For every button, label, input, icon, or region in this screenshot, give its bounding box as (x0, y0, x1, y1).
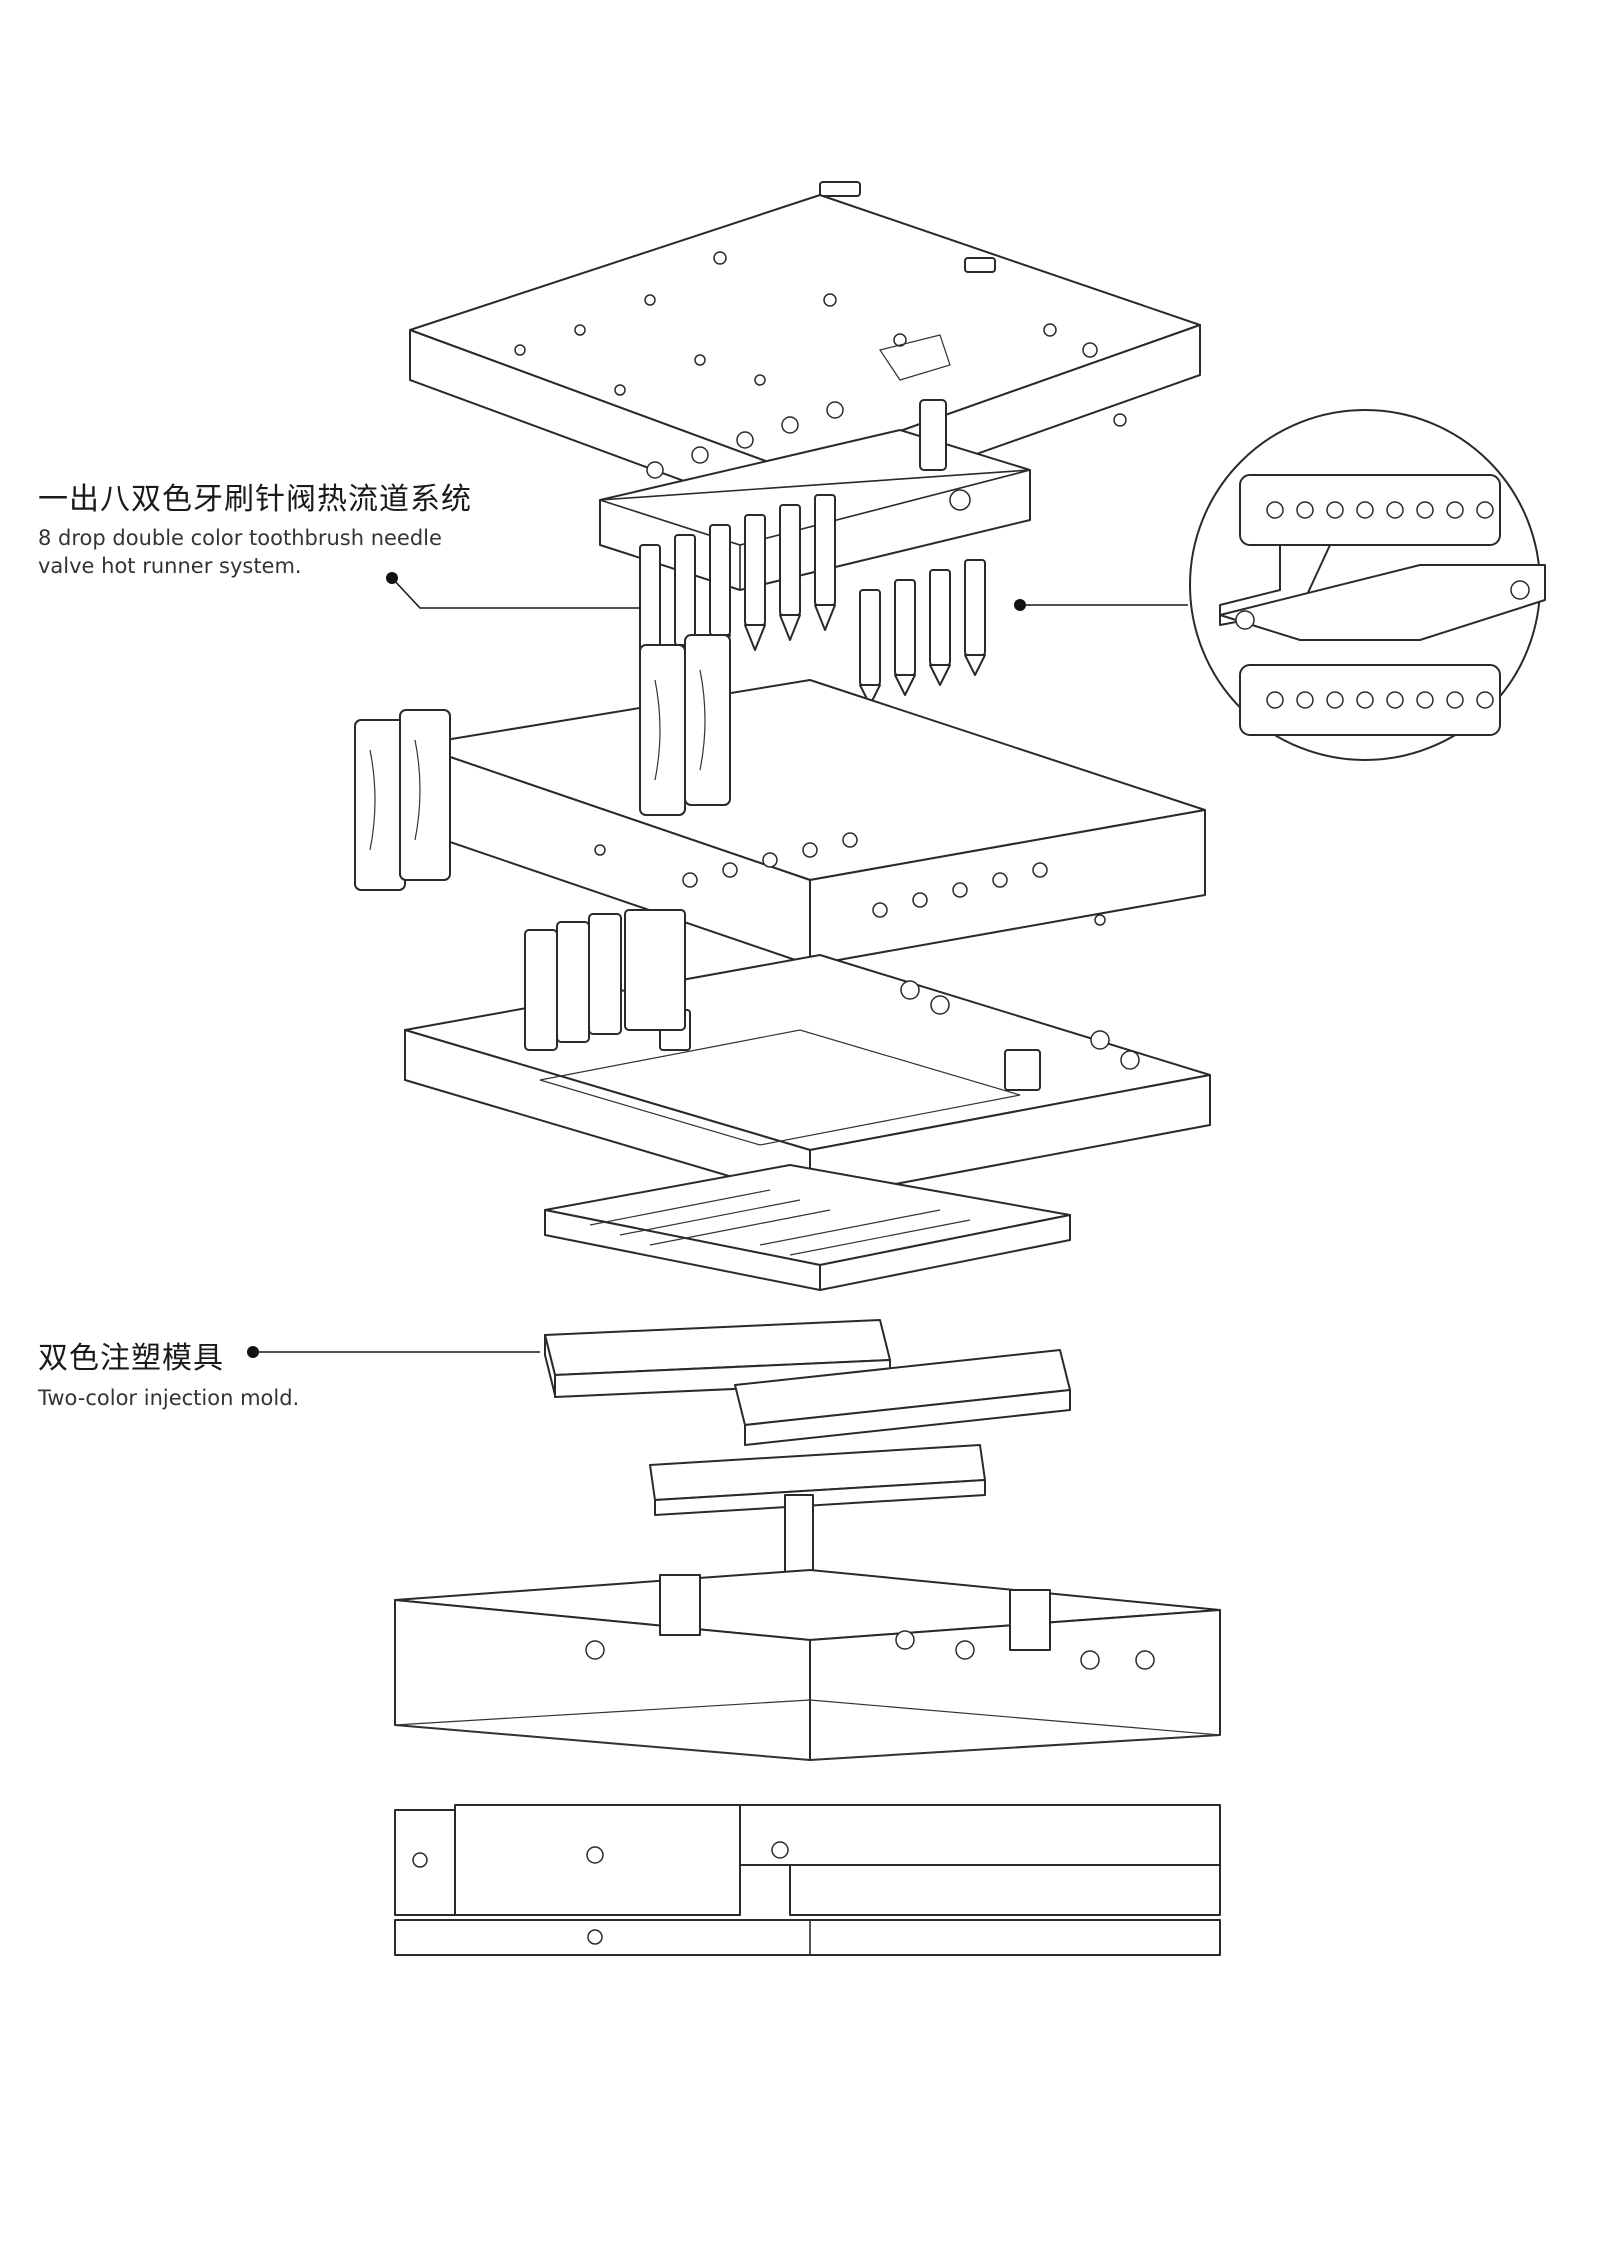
core-plate (394, 1569, 1221, 1761)
hot-runner-plate (414, 679, 1206, 966)
nozzles-rear-row (859, 559, 986, 706)
leader-inset (1014, 599, 1188, 611)
leader-hot-runner (386, 572, 640, 609)
hot-runner-title-en-line1: 8 drop double color toothbrush needle (38, 526, 442, 550)
core-insert-right (734, 1349, 1071, 1446)
heater-connectors (354, 634, 731, 891)
leader-mold (247, 1346, 540, 1358)
bottom-clamp-plate (394, 1919, 1221, 1956)
mold-title-en: Two-color injection mold. (38, 1386, 300, 1410)
hot-runner-title-en-line2: valve hot runner system. (38, 554, 302, 578)
core-insert-left (544, 1319, 891, 1398)
hot-runner-title-cn: 一出八双色牙刷针阀热流道系统 (38, 482, 472, 517)
hot-runner-title-en: 8 drop double color toothbrush needle va… (38, 524, 442, 580)
ejector-plate (649, 1444, 986, 1576)
support-blocks (394, 1804, 1221, 1916)
mold-title-cn: 双色注塑模具 (38, 1341, 224, 1376)
valve-solenoids (524, 909, 686, 1051)
cavity-insert (544, 1164, 1071, 1291)
manifold-detail-inset (1189, 409, 1546, 761)
